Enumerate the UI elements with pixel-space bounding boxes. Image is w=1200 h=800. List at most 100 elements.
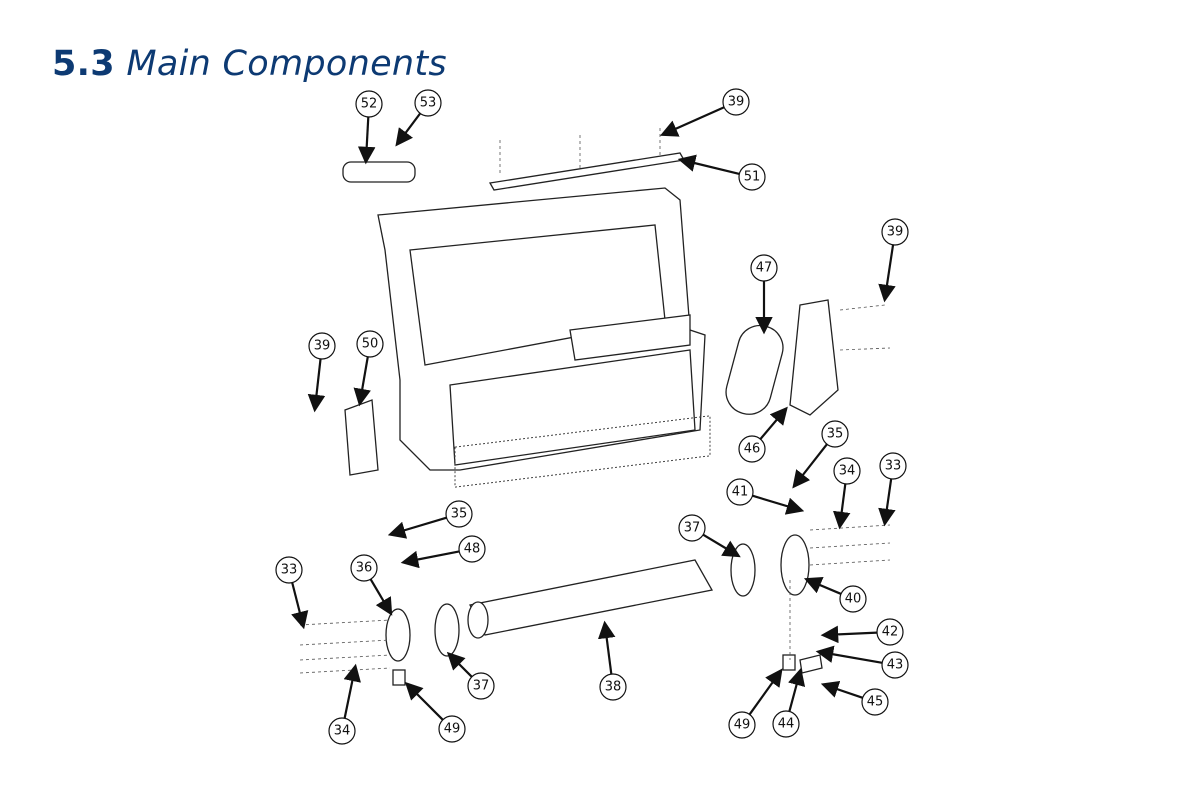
- top-box: [569, 314, 691, 361]
- callout-label: 49: [444, 722, 461, 737]
- callout-circle: [308, 332, 336, 360]
- callout-36: 36: [350, 554, 393, 616]
- callout-arrow: [752, 494, 805, 515]
- callout-43: 43: [815, 645, 909, 679]
- callout-label: 53: [420, 96, 437, 111]
- part-37-ring-left: [434, 603, 460, 657]
- callout-label: 51: [744, 170, 761, 185]
- callout-circle: [275, 556, 303, 584]
- callout-label: 50: [362, 337, 379, 352]
- part-51-cover: [488, 152, 686, 191]
- callout-circle: [728, 711, 756, 739]
- housing: [449, 349, 696, 466]
- part-37-ring-right: [730, 543, 756, 597]
- callout-52: 52: [355, 90, 383, 165]
- callout-label: 34: [334, 724, 351, 739]
- callout-arrow: [291, 582, 309, 630]
- part-52-tube: [342, 161, 416, 183]
- callout-label: 41: [732, 485, 749, 500]
- callout-label: 34: [839, 464, 856, 479]
- callout-circle: [738, 435, 766, 463]
- callout-circle: [356, 330, 384, 358]
- callout-circle: [678, 514, 706, 542]
- part-46-cover: [789, 299, 839, 416]
- callout-40: 40: [803, 577, 867, 613]
- callout-38: 38: [597, 620, 627, 701]
- callout-arrow: [788, 667, 806, 712]
- callout-circle: [821, 420, 849, 448]
- callout-circle: [839, 585, 867, 613]
- callout-circle: [879, 452, 907, 480]
- callout-circle: [438, 715, 466, 743]
- callout-arrow: [400, 550, 460, 569]
- section-title: 5.3 Main Components: [52, 44, 447, 84]
- callout-49: 49: [404, 681, 466, 743]
- callout-arrow: [748, 668, 783, 716]
- callout-arrow: [832, 483, 851, 530]
- callout-arrow: [357, 116, 376, 165]
- callout-circle: [726, 478, 754, 506]
- part-44-bracket: [799, 654, 823, 674]
- callout-label: 44: [778, 717, 795, 732]
- callout-37: 37: [678, 514, 741, 558]
- callout-arrow: [820, 680, 864, 699]
- callout-39: 39: [659, 88, 750, 137]
- callout-49: 49: [728, 668, 783, 739]
- callout-39: 39: [307, 332, 336, 413]
- callout-41: 41: [726, 478, 805, 515]
- callout-50: 50: [353, 330, 384, 407]
- callout-label: 35: [451, 507, 468, 522]
- callout-circle: [328, 717, 356, 745]
- callout-label: 38: [605, 680, 622, 695]
- callout-label: 33: [885, 459, 902, 474]
- callout-circle: [738, 163, 766, 191]
- callout-arrow: [820, 625, 878, 644]
- callout-arrow: [759, 406, 788, 440]
- callout-label: 49: [734, 718, 751, 733]
- callout-circle: [599, 673, 627, 701]
- part-49-left: [392, 669, 406, 686]
- callout-35: 35: [792, 420, 849, 489]
- teeth-row: [454, 415, 711, 488]
- callout-arrow: [307, 358, 326, 413]
- machine-drawing: [299, 128, 891, 686]
- callout-circle: [750, 254, 778, 282]
- callout-33: 33: [878, 452, 907, 527]
- callout-33: 33: [275, 556, 309, 630]
- callout-label: 43: [887, 658, 904, 673]
- callout-circle: [876, 618, 904, 646]
- callout-47: 47: [750, 254, 778, 335]
- callout-arrow: [343, 663, 361, 719]
- callout-circle: [722, 88, 750, 116]
- part-38-rotor: [469, 559, 714, 636]
- callout-51: 51: [677, 154, 766, 191]
- part-40-bearing: [780, 534, 810, 596]
- callout-39: 39: [878, 218, 909, 303]
- callout-arrow: [446, 651, 473, 678]
- callout-label: 39: [728, 95, 745, 110]
- callout-42: 42: [820, 618, 904, 646]
- callout-label: 45: [867, 695, 884, 710]
- callout-circle: [458, 535, 486, 563]
- callout-arrow: [369, 578, 393, 616]
- callout-circle: [445, 500, 473, 528]
- callout-circle: [414, 89, 442, 117]
- callout-label: 40: [845, 592, 862, 607]
- part-47-belt: [725, 324, 784, 415]
- callout-arrow: [395, 112, 422, 147]
- callout-circle: [772, 710, 800, 738]
- callout-label: 35: [827, 427, 844, 442]
- callout-45: 45: [820, 680, 889, 716]
- callout-arrow: [659, 106, 725, 137]
- callout-arrow: [803, 577, 842, 595]
- callout-label: 46: [744, 442, 761, 457]
- callout-arrow: [597, 620, 616, 675]
- callout-arrow: [404, 681, 444, 721]
- callout-circle: [355, 90, 383, 118]
- callout-label: 42: [882, 625, 899, 640]
- callout-circle: [881, 651, 909, 679]
- callout-circle: [467, 672, 495, 700]
- rotor-end: [467, 601, 489, 639]
- section-number: 5.3: [52, 44, 115, 84]
